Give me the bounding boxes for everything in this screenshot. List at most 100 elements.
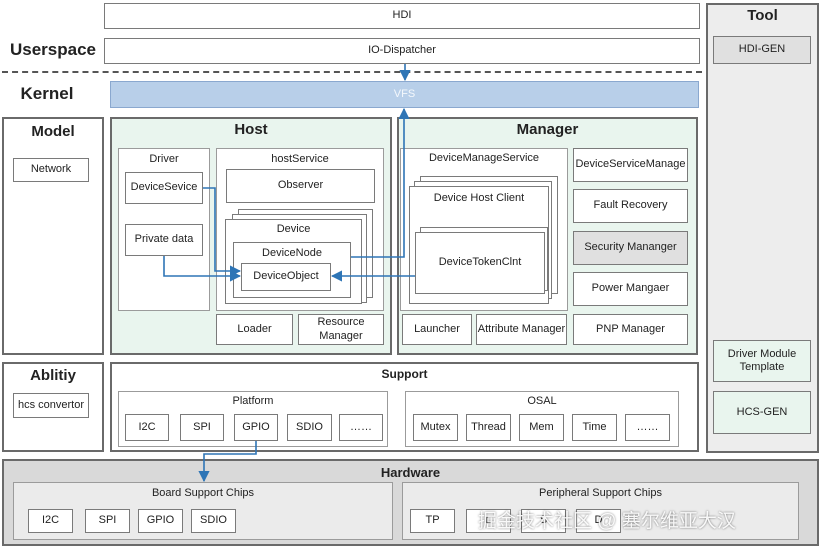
- board-chip-gpio: GPIO: [138, 509, 183, 533]
- platform-item-i2c: I2C: [125, 414, 169, 441]
- board-chip-label: I2C: [41, 514, 60, 527]
- hdi-gen-label: HDI-GEN: [738, 43, 786, 56]
- device-node-to-vfs-arrow: [351, 107, 410, 258]
- device-token-clnt-label: DeviceTokenClnt: [438, 256, 522, 269]
- launcher-box: Launcher: [402, 314, 472, 345]
- peripheral-chip-tp: TP: [410, 509, 455, 533]
- osal-item-time: Time: [572, 414, 617, 441]
- attribute-manager-label: Attribute Manager: [477, 322, 566, 335]
- security-manager-box: Security Mananger: [573, 231, 688, 265]
- private-data-box: Private data: [125, 224, 203, 256]
- osal-item-label: Mem: [529, 420, 554, 433]
- osal-item-label: Mutex: [420, 420, 451, 433]
- network-label: Network: [30, 163, 72, 176]
- board-chip-sdio: SDIO: [191, 509, 236, 533]
- model-title: Model: [31, 123, 75, 140]
- resource-manager-box: Resource Manager: [298, 314, 384, 345]
- device-service-label: DeviceSevice: [130, 181, 198, 194]
- model-panel: [2, 117, 104, 355]
- peripheral-chip-label: L: [485, 514, 492, 527]
- board-chip-i2c: I2C: [28, 509, 73, 533]
- manager-title: Manager: [516, 121, 579, 138]
- network-box: Network: [13, 158, 89, 182]
- userspace-layer-label: Userspace: [9, 40, 96, 59]
- board-support-chips-title: Board Support Chips: [151, 487, 255, 499]
- platform-item-more: ……: [339, 414, 383, 441]
- platform-item-gpio: GPIO: [234, 414, 278, 441]
- ability-panel: [2, 362, 104, 452]
- hcs-convertor-box: hcs convertor: [13, 393, 89, 418]
- hdi-label: HDI: [392, 9, 412, 22]
- board-chip-label: SDIO: [200, 514, 227, 527]
- board-chip-label: SPI: [98, 514, 117, 527]
- platform-item-label: SDIO: [296, 420, 323, 433]
- osal-title: OSAL: [527, 395, 557, 407]
- peripheral-chip-2: L: [466, 509, 511, 533]
- platform-item-label: I2C: [138, 420, 156, 433]
- platform-item-label: GPIO: [242, 420, 270, 433]
- device-object-box: DeviceObject: [241, 263, 331, 291]
- platform-title: Platform: [232, 395, 274, 407]
- observer-label: Observer: [277, 179, 324, 192]
- hcs-gen-box: HCS-GEN: [713, 391, 811, 434]
- support-panel: [110, 362, 699, 452]
- board-chip-label: GPIO: [146, 514, 175, 527]
- device-host-client-title: Device Host Client: [433, 192, 525, 204]
- fault-recovery-box: Fault Recovery: [573, 189, 688, 223]
- io-dispatcher-label: IO-Dispatcher: [368, 44, 436, 57]
- security-manager-label: Security Mananger: [584, 241, 677, 254]
- observer-box: Observer: [226, 169, 375, 203]
- peripheral-support-chips-title: Peripheral Support Chips: [539, 487, 662, 499]
- support-title: Support: [381, 367, 428, 381]
- watermark: 掘金技术社区 @ 塞尔维亚大汉: [478, 511, 736, 532]
- peripheral-chip-label: D: [594, 514, 603, 527]
- device-service-to-device-object-arrow: [203, 187, 242, 277]
- ability-title: Ablitiy: [30, 367, 76, 384]
- hardware-title: Hardware: [380, 465, 441, 480]
- osal-item-label: Thread: [471, 420, 506, 433]
- peripheral-chip-label: S: [539, 514, 548, 527]
- vfs-box: VFS: [110, 81, 699, 108]
- power-manager-label: Power Mangaer: [591, 282, 670, 295]
- driver-title: Driver: [149, 153, 179, 165]
- platform-item-spi: SPI: [180, 414, 224, 441]
- peripheral-chip-3: S: [521, 509, 566, 533]
- osal-item-more: ……: [625, 414, 670, 441]
- driver-module-template-box: Driver Module Template: [713, 340, 811, 382]
- device-service-manage-box: DeviceServiceManage: [573, 148, 688, 182]
- private-data-label: Private data: [134, 233, 194, 246]
- vfs-label: VFS: [393, 87, 416, 100]
- peripheral-chip-4: D: [576, 509, 621, 533]
- io-dispatcher-box: IO-Dispatcher: [104, 38, 700, 64]
- platform-item-sdio: SDIO: [287, 414, 332, 441]
- host-service-title: hostService: [271, 153, 329, 165]
- osal-item-label: ……: [636, 420, 659, 433]
- osal-item-thread: Thread: [466, 414, 511, 441]
- kernel-layer-label: Kernel: [20, 84, 74, 103]
- gpio-to-board-chips-arrow: [198, 441, 257, 483]
- launcher-label: Launcher: [414, 322, 460, 335]
- userspace-kernel-divider: [2, 71, 702, 73]
- hcs-gen-label: HCS-GEN: [736, 405, 788, 418]
- device-service-box: DeviceSevice: [125, 172, 203, 204]
- pnp-manager-box: PNP Manager: [573, 314, 688, 345]
- device-title: Device: [276, 223, 311, 235]
- osal-item-mem: Mem: [519, 414, 564, 441]
- board-chip-spi: SPI: [85, 509, 130, 533]
- device-token-clnt-box: DeviceTokenClnt: [415, 232, 545, 294]
- power-manager-box: Power Mangaer: [573, 272, 688, 306]
- device-node-title: DeviceNode: [262, 247, 322, 259]
- osal-item-mutex: Mutex: [413, 414, 458, 441]
- device-manage-service-title: DeviceManageService: [428, 152, 540, 164]
- host-title: Host: [234, 121, 268, 138]
- peripheral-chip-label: TP: [425, 514, 440, 527]
- hdi-box: HDI: [104, 3, 700, 29]
- resource-manager-label: Resource Manager: [317, 316, 365, 342]
- loader-box: Loader: [216, 314, 293, 345]
- hdi-gen-box: HDI-GEN: [713, 36, 811, 64]
- tool-title: Tool: [747, 7, 778, 24]
- attribute-manager-box: Attribute Manager: [476, 314, 567, 345]
- driver-module-template-label: Driver Module Template: [727, 347, 797, 373]
- osal-item-label: Time: [582, 420, 607, 433]
